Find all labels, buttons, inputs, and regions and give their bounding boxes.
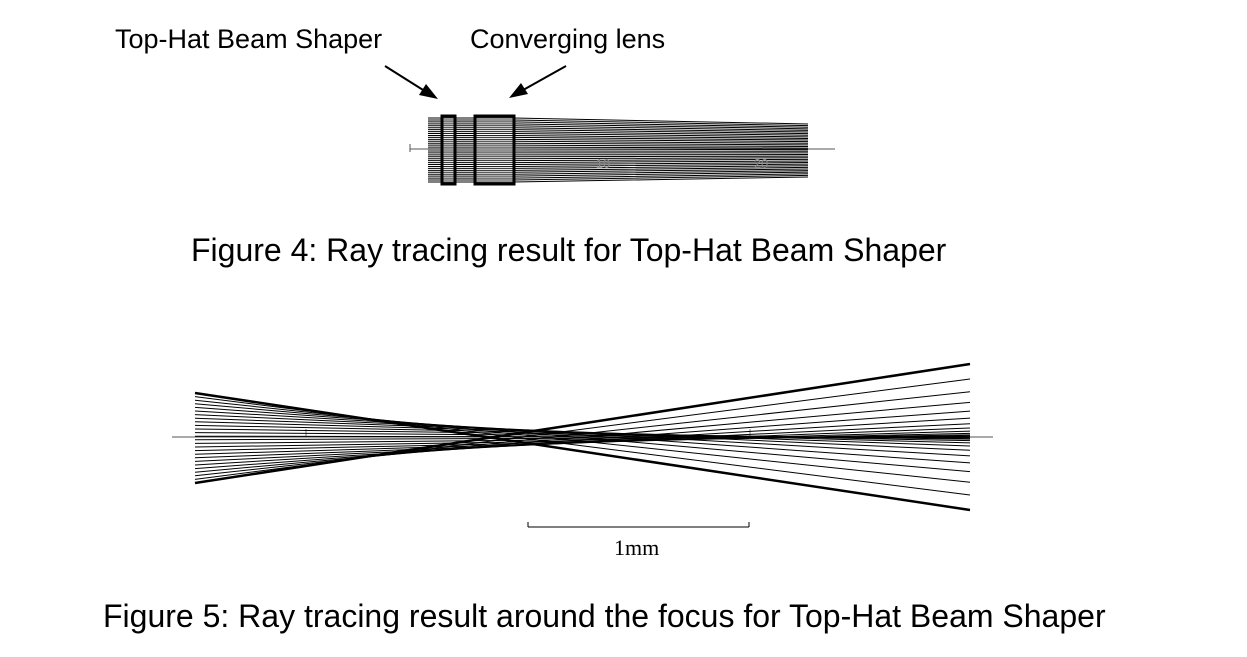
figure5-ray [194, 417, 971, 466]
lens-label: Converging lens [470, 24, 666, 54]
figure5-ray [194, 410, 971, 470]
converging-lens-element [473, 114, 516, 186]
figure5-ray [194, 391, 971, 477]
figure5-caption: Figure 5: Ray tracing result around the … [103, 598, 1106, 634]
scale-bar [527, 522, 750, 528]
figure4-axis-tick-20: 20 [754, 156, 768, 171]
figure4-diagram: 10 20 [384, 65, 835, 186]
figure5-ray-bundle [194, 362, 971, 512]
figure5-ray [194, 423, 971, 462]
figure5-ray [194, 396, 971, 496]
figure5-ray [194, 424, 971, 442]
figure5-ray [194, 391, 971, 512]
scale-bar-label: 1mm [614, 535, 660, 560]
figure5-diagram [172, 362, 993, 528]
figure4-caption: Figure 4: Ray tracing result for Top-Hat… [191, 232, 947, 268]
figure5-ray [194, 401, 971, 473]
figure5-ray [194, 434, 971, 448]
figure5-ray [194, 362, 971, 485]
figure5-ray [194, 421, 971, 444]
figure4-axis-tick-10: 10 [596, 156, 610, 171]
shaper-element [440, 114, 457, 186]
shaper-label: Top-Hat Beam Shaper [115, 24, 383, 54]
